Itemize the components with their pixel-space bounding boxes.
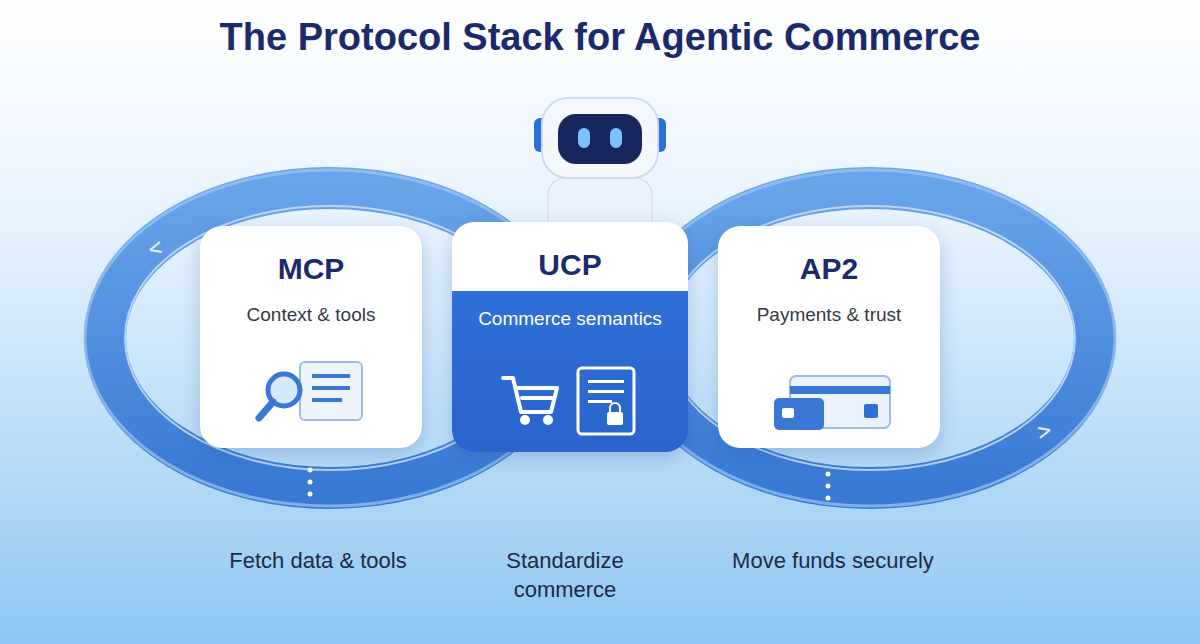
- protocol-name: AP2: [718, 226, 940, 286]
- robot-illustration: [534, 98, 666, 238]
- protocol-name: MCP: [200, 226, 422, 286]
- protocol-name: UCP: [452, 222, 688, 282]
- protocol-card: MCP Context & tools: [200, 226, 422, 448]
- step-caption: Fetch data & tools: [188, 547, 448, 576]
- step-caption: Move funds securely: [703, 547, 963, 576]
- diagram-title: The Protocol Stack for Agentic Commerce: [0, 16, 1200, 59]
- step-caption: Standardize commerce: [485, 547, 645, 604]
- protocol-role: Payments & trust: [718, 304, 940, 326]
- protocol-role: Context & tools: [200, 304, 422, 326]
- protocol-role: Commerce semantics: [452, 308, 688, 330]
- dotted-leader: [308, 468, 831, 501]
- protocol-card: AP2Payments & trust: [718, 226, 940, 448]
- protocol-card: UCP Commerce semantics: [452, 222, 688, 452]
